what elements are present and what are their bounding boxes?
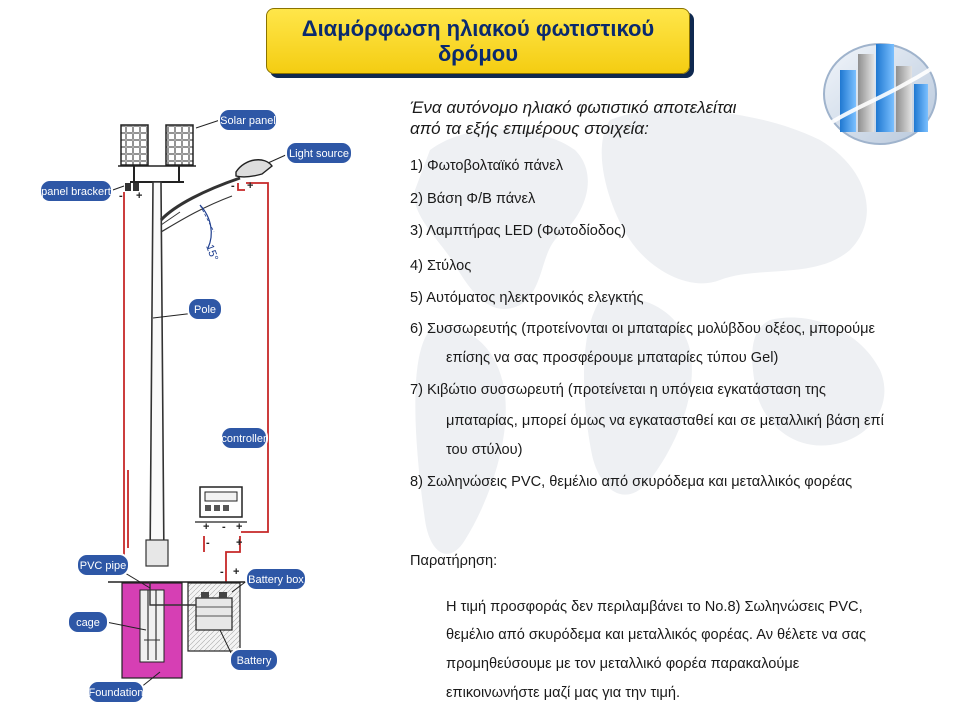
concrete-foundation xyxy=(121,582,183,679)
controller-minus-mark-2: - xyxy=(206,537,210,549)
note-line-2: θεμέλιο από σκυρόδεμα και μεταλλικός φορ… xyxy=(446,627,867,643)
component-item-6: 6) Συσσωρευτής (προτείνονται οι μπαταρίε… xyxy=(410,321,876,337)
title-banner: Διαμόρφωση ηλιακού φωτιστικού δρόμου xyxy=(266,8,690,74)
controller-plus-mark-1: + xyxy=(203,521,209,533)
label-panel-bracket: panel brackert xyxy=(41,186,111,198)
label-solar-panel: Solar panel xyxy=(220,115,276,127)
callout-light-source: Light source xyxy=(267,141,353,165)
intro-text: Ένα αυτόνομο ηλιακό φωτιστικό αποτελείτα… xyxy=(410,97,830,139)
callout-pvc-pipe: PVC pipe xyxy=(76,553,151,589)
note-heading: Παρατήρηση: xyxy=(410,553,498,569)
intro-line-2: από τα εξής επιμέρους στοιχεία: xyxy=(410,119,649,138)
callout-cage: cage xyxy=(67,610,147,634)
callout-battery: Battery xyxy=(219,629,279,672)
angle-label: 15° xyxy=(203,243,220,263)
component-item-3: 3) Λαμπτήρας LED (Φωτοδίοδος) xyxy=(410,223,627,239)
label-battery: Battery xyxy=(237,655,272,667)
bar-chart-logo-icon xyxy=(823,43,938,145)
callout-pole: Pole xyxy=(152,297,223,321)
solar-panel-left xyxy=(120,124,149,166)
note-line-1: Η τιμή προσφοράς δεν περιλαμβάνει το No.… xyxy=(446,599,863,615)
component-item-6-continued: επίσης να σας προσφέρουμε μπαταρίες τύπο… xyxy=(446,350,779,366)
callout-solar-panel: Solar panel xyxy=(195,108,278,132)
callout-foundation: Foundation xyxy=(87,671,161,704)
intro-line-1: Ένα αυτόνομο ηλιακό φωτιστικό αποτελείτα… xyxy=(410,98,737,117)
lamp-minus-mark: - xyxy=(231,180,235,192)
panel-plus-mark: + xyxy=(136,190,142,202)
component-item-4: 4) Στύλος xyxy=(410,258,472,274)
label-light-source: Light source xyxy=(289,148,349,160)
street-light-diagram: 15° - + - + + - + - + - + xyxy=(39,108,353,704)
label-cage: cage xyxy=(76,617,100,629)
battery-box-pit xyxy=(187,582,241,652)
slide-title-line-1: Διαμόρφωση ηλιακού φωτιστικού xyxy=(301,15,655,41)
callout-battery-box: Battery box xyxy=(231,567,307,593)
component-item-7-continued-1: μπαταρίας, μπορεί όμως να εγκατασταθεί κ… xyxy=(446,413,884,429)
callout-controller: controller xyxy=(220,426,268,450)
label-controller: controller xyxy=(221,433,267,445)
label-pole: Pole xyxy=(194,304,216,316)
controller-minus-mark-1: - xyxy=(222,521,226,533)
lamp-plus-mark: + xyxy=(247,180,253,192)
lamp-arm xyxy=(159,176,241,233)
label-battery-box: Battery box xyxy=(248,574,304,586)
component-item-1: 1) Φωτοβολταϊκό πάνελ xyxy=(410,158,563,174)
label-pvc-pipe: PVC pipe xyxy=(80,560,126,572)
panel-minus-mark: - xyxy=(119,190,123,202)
controller-plus-mark-2: + xyxy=(236,521,242,533)
slide-title-line-2: δρόμου xyxy=(437,41,519,66)
battery-minus-mark: - xyxy=(220,566,224,578)
label-foundation: Foundation xyxy=(88,687,143,699)
wiring xyxy=(123,182,269,592)
controller-plus-mark-3: + xyxy=(236,537,242,549)
callout-panel-bracket: panel brackert xyxy=(39,179,125,203)
solar-panel-right xyxy=(165,124,194,166)
controller-box xyxy=(195,486,247,523)
led-lamp-head xyxy=(235,159,273,178)
component-item-7: 7) Κιβώτιο συσσωρευτή (προτείνεται η υπό… xyxy=(410,382,826,398)
component-item-5: 5) Αυτόματος ηλεκτρονικός ελεγκτής xyxy=(410,290,644,306)
note-line-3: προμηθεύσουμε με τον μεταλλικό φορέα παρ… xyxy=(446,656,800,672)
pole xyxy=(145,181,169,567)
component-item-2: 2) Βάση Φ/Β πάνελ xyxy=(410,191,536,207)
component-item-8: 8) Σωληνώσεις PVC, θεμέλιο από σκυρόδεμα… xyxy=(410,474,853,490)
battery-plus-mark: + xyxy=(233,566,239,578)
note-line-4: επικοινωνήστε μαζί μας για την τιμή. xyxy=(446,685,681,701)
component-item-7-continued-2: του στύλου) xyxy=(446,442,523,458)
